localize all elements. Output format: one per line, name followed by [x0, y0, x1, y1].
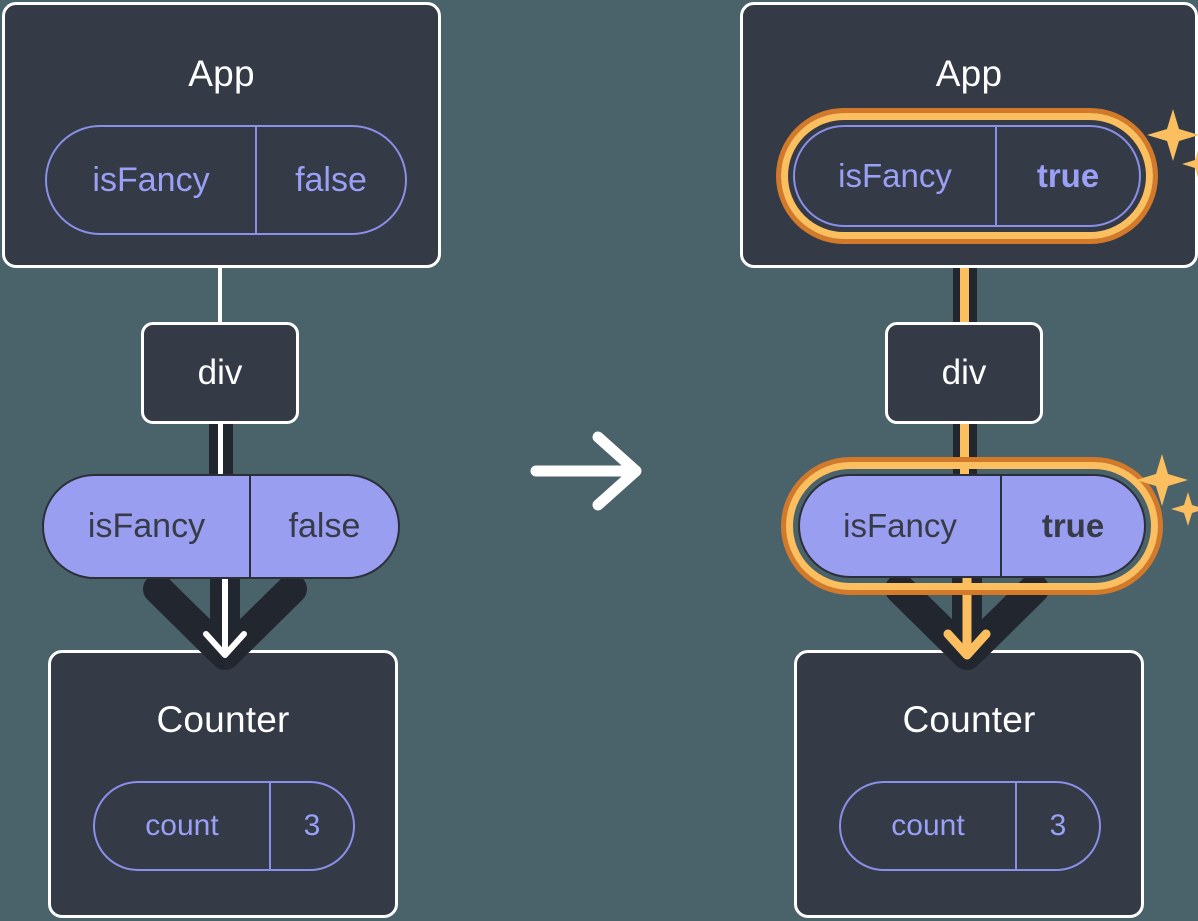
- transition-arrow-icon: [530, 431, 642, 511]
- sparkle-icon-bottom: [1136, 454, 1198, 526]
- prop-pill-key: isFancy: [87, 507, 206, 545]
- panel-before: App isFancy false div isFancy false Coun…: [0, 0, 458, 921]
- counter-state-pill-r[interactable]: count 3: [839, 781, 1101, 871]
- counter-title: Counter: [156, 699, 290, 740]
- counter-state-pill[interactable]: count 3: [93, 781, 355, 871]
- app-state-pill-r[interactable]: isFancy true: [793, 125, 1141, 227]
- sparkle-icon-top: [1147, 109, 1198, 178]
- prop-pill-value-r: true: [1000, 476, 1144, 576]
- app-state-pill-value-r: true: [995, 127, 1139, 225]
- connector-app-to-div-r: [960, 216, 969, 324]
- div-title: div: [197, 353, 243, 392]
- prop-arrow: [203, 567, 247, 658]
- prop-pill-r[interactable]: isFancy true: [798, 474, 1146, 578]
- app-title-r: App: [935, 53, 1003, 94]
- app-title: App: [188, 53, 255, 94]
- counter-state-pill-key: count: [145, 809, 219, 842]
- connector-div-to-pill-r: [960, 420, 969, 478]
- counter-component-box[interactable]: Counter count 3: [48, 650, 398, 918]
- app-state-pill-key: isFancy: [92, 160, 210, 199]
- counter-state-pill-value-r: 3: [1015, 783, 1099, 869]
- app-component-box-r[interactable]: App isFancy true: [740, 2, 1198, 268]
- prop-arrow-r: [943, 565, 991, 660]
- counter-state-pill-key-r: count: [891, 809, 965, 842]
- counter-title-r: Counter: [902, 699, 1036, 740]
- div-element-box-r[interactable]: div: [885, 322, 1043, 424]
- prop-pill-key-r: isFancy: [843, 507, 957, 544]
- connector-div-to-pill: [218, 420, 223, 478]
- app-state-pill-key-r: isFancy: [838, 157, 952, 194]
- prop-pill-value: false: [249, 476, 398, 577]
- counter-state-pill-value: 3: [269, 783, 353, 869]
- app-state-pill-highlight-wrap: isFancy true: [781, 113, 1153, 239]
- prop-pill[interactable]: isFancy false: [42, 474, 400, 579]
- panel-after: App isFancy true div isFancy true: [740, 0, 1198, 921]
- div-title-r: div: [941, 353, 987, 392]
- app-component-box[interactable]: App isFancy false: [2, 2, 441, 268]
- div-element-box[interactable]: div: [141, 322, 299, 424]
- counter-component-box-r[interactable]: Counter count 3: [794, 650, 1144, 918]
- prop-pill-highlight-wrap: isFancy true: [786, 462, 1158, 590]
- app-state-pill[interactable]: isFancy false: [45, 125, 407, 235]
- connector-app-to-div: [218, 266, 222, 322]
- app-state-pill-value: false: [255, 127, 405, 233]
